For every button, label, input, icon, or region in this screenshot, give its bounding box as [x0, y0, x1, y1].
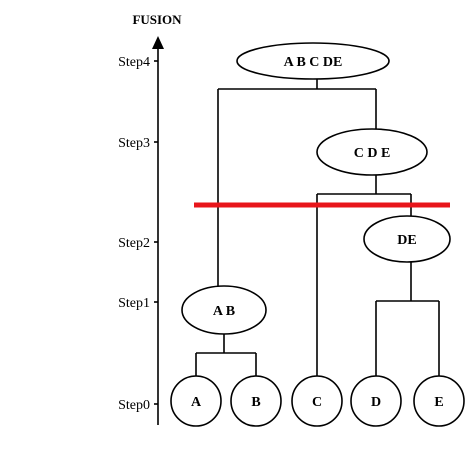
leaf-a: A — [170, 375, 222, 427]
step-label-1: Step1 — [118, 296, 150, 311]
step-label-0: Step0 — [118, 398, 150, 413]
leaf-c-label: C — [312, 395, 322, 410]
dendrogram-nodes: A B C DE C D E DE A B A B C D — [170, 42, 465, 427]
leaf-d-label: D — [371, 395, 381, 410]
step-label-4: Step4 — [118, 55, 150, 70]
leaf-e: E — [413, 375, 465, 427]
axis-arrowhead-icon — [152, 36, 164, 49]
step-label-2: Step2 — [118, 236, 150, 251]
node-ab-label: A B — [213, 304, 235, 319]
step-label-3: Step3 — [118, 136, 150, 151]
node-abcde-label: A B C DE — [284, 55, 343, 70]
leaf-b-label: B — [251, 395, 260, 410]
node-ab: A B — [181, 285, 267, 335]
node-abcde: A B C DE — [236, 42, 390, 80]
node-cde: C D E — [316, 128, 428, 176]
axis-title: FUSION — [132, 12, 182, 27]
dendrogram-links — [195, 78, 440, 377]
leaf-a-label: A — [191, 395, 202, 410]
leaf-d: D — [350, 375, 402, 427]
node-de: DE — [363, 215, 451, 263]
node-cde-label: C D E — [354, 146, 391, 161]
leaf-c: C — [291, 375, 343, 427]
leaf-e-label: E — [434, 395, 443, 410]
fusion-axis: FUSION Step4 Step3 Step2 Step1 Step0 — [118, 12, 182, 425]
leaf-b: B — [230, 375, 282, 427]
node-de-label: DE — [397, 233, 416, 248]
